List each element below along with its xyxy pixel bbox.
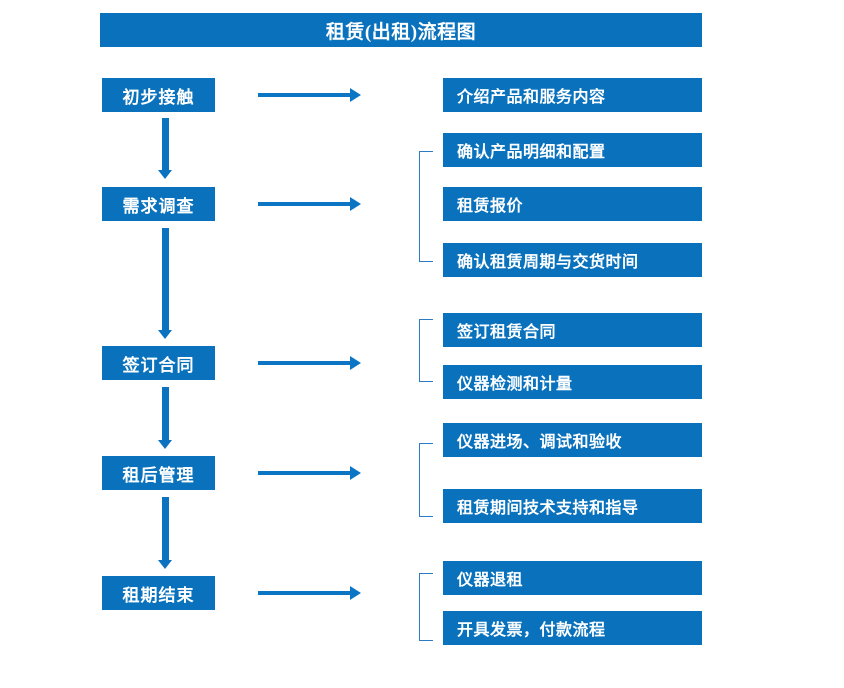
arrow-shaft — [162, 387, 169, 440]
arrow-head-right-icon — [350, 88, 361, 102]
arrow-shaft — [258, 471, 352, 475]
arrow-shaft — [258, 591, 352, 595]
stage-box-post-rental-management[interactable]: 租后管理 — [102, 456, 215, 490]
vertical-arrow-contract-to-management — [158, 387, 172, 450]
detail-box-instrument-entry-commissioning-acceptance[interactable]: 仪器进场、调试和验收 — [443, 423, 702, 457]
bracket-requirement-survey-group — [419, 151, 433, 262]
arrow-shaft — [258, 202, 352, 206]
arrow-head-right-icon — [350, 356, 361, 370]
stage-box-requirement-survey[interactable]: 需求调查 — [102, 187, 215, 221]
arrow-head-down-icon — [158, 440, 172, 449]
detail-box-confirm-rental-period-delivery[interactable]: 确认租赁周期与交货时间 — [443, 243, 702, 277]
arrow-head-down-icon — [158, 560, 172, 569]
flowchart-title: 租赁(出租)流程图 — [100, 13, 702, 47]
detail-box-instrument-return[interactable]: 仪器退租 — [443, 561, 702, 595]
detail-box-sign-rental-contract[interactable]: 签订租赁合同 — [443, 313, 702, 347]
stage-box-lease-end[interactable]: 租期结束 — [102, 576, 215, 610]
arrow-head-right-icon — [350, 586, 361, 600]
arrow-head-down-icon — [158, 330, 172, 339]
arrow-head-right-icon — [350, 197, 361, 211]
detail-box-confirm-product-details-config[interactable]: 确认产品明细和配置 — [443, 133, 702, 167]
arrow-head-down-icon — [158, 170, 172, 179]
vertical-arrow-contact-to-survey — [158, 118, 172, 180]
detail-box-rental-quotation[interactable]: 租赁报价 — [443, 187, 702, 221]
arrow-shaft — [162, 118, 169, 170]
detail-box-instrument-inspection-metering[interactable]: 仪器检测和计量 — [443, 365, 702, 399]
detail-box-introduce-products-services[interactable]: 介绍产品和服务内容 — [443, 78, 702, 112]
arrow-shaft — [258, 93, 352, 97]
stage-box-initial-contact[interactable]: 初步接触 — [102, 78, 215, 112]
bracket-sign-contract-group — [419, 319, 433, 382]
arrow-shaft — [162, 497, 169, 560]
vertical-arrow-survey-to-contract — [158, 228, 172, 340]
bracket-post-rental-management-group — [419, 443, 433, 517]
detail-box-technical-support-guidance[interactable]: 租赁期间技术支持和指导 — [443, 489, 702, 523]
arrow-shaft — [258, 361, 352, 365]
arrow-shaft — [162, 228, 169, 330]
vertical-arrow-management-to-lease-end — [158, 497, 172, 570]
bracket-lease-end-group — [419, 573, 433, 641]
stage-box-sign-contract[interactable]: 签订合同 — [102, 346, 215, 380]
detail-box-invoice-payment-process[interactable]: 开具发票，付款流程 — [443, 611, 702, 645]
arrow-head-right-icon — [350, 466, 361, 480]
